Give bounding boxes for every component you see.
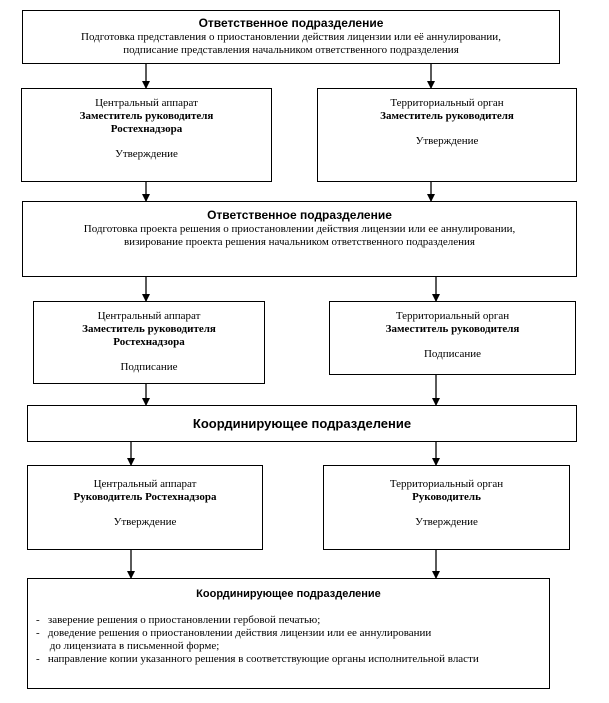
responsible-unit-box-2: Ответственное подразделение Подготовка п… [22,201,577,277]
org-label: Центральный аппарат [93,478,197,490]
list-item: - направление копии указанного решения в… [36,653,479,665]
action-label: Подписание [120,361,178,373]
org-label: Территориальный орган [389,478,504,490]
box-title: Ответственное подразделение [198,16,384,30]
box-text-line: Подготовка проекта решения о приостановл… [83,223,516,235]
central-office-signing-box: Центральный аппарат Заместитель руководи… [33,301,265,384]
territorial-body-signing-box: Территориальный орган Заместитель руково… [329,301,576,375]
role-label: Заместитель руководителя [79,110,214,122]
role-label: Заместитель руководителя [385,323,520,335]
territorial-body-head-approval-box: Территориальный орган Руководитель Утвер… [323,465,570,550]
coordinating-unit-box: Координирующее подразделение [27,405,577,442]
org-label: Центральный аппарат [95,97,198,109]
org-label: Территориальный орган [390,97,504,109]
box-title: Координирующее подразделение [192,416,412,431]
action-label: Утверждение [115,148,178,160]
box-title: Ответственное подразделение [207,208,392,222]
box-text-line: визирование проекта решения начальником … [123,236,475,248]
role-label: Ростехнадзора [113,336,185,348]
action-label: Утверждение [415,135,479,147]
role-label: Руководитель [412,491,481,503]
org-label: Центральный аппарат [97,310,201,322]
responsible-unit-box-1: Ответственное подразделение Подготовка п… [22,10,560,64]
role-label: Руководитель Ростехнадзора [73,491,217,503]
territorial-body-approval-box: Территориальный орган Заместитель руково… [317,88,577,182]
role-label: Заместитель руководителя [380,110,514,122]
list-item: - доведение решения о приостановлении де… [36,627,432,639]
coordinating-unit-final-box: Координирующее подразделение - заверение… [27,578,550,689]
role-label: Заместитель руководителя [82,323,216,335]
role-label: Ростехнадзора [110,123,183,135]
box-title: Координирующее подразделение [196,588,381,600]
list-item: - заверение решения о приостановлении ге… [36,614,321,626]
action-label: Подписание [423,348,482,360]
central-office-head-approval-box: Центральный аппарат Руководитель Ростехн… [27,465,263,550]
org-label: Территориальный орган [395,310,510,322]
box-text-line: подписание представления начальником отв… [123,44,459,56]
action-label: Утверждение [113,516,177,528]
action-label: Утверждение [415,516,478,528]
list-item: до лицензиата в письменной форме; [36,640,220,652]
box-text-line: Подготовка представления о приостановлен… [81,31,501,43]
central-office-approval-box: Центральный аппарат Заместитель руководи… [21,88,272,182]
final-actions-list: - заверение решения о приостановлении ге… [28,614,549,666]
